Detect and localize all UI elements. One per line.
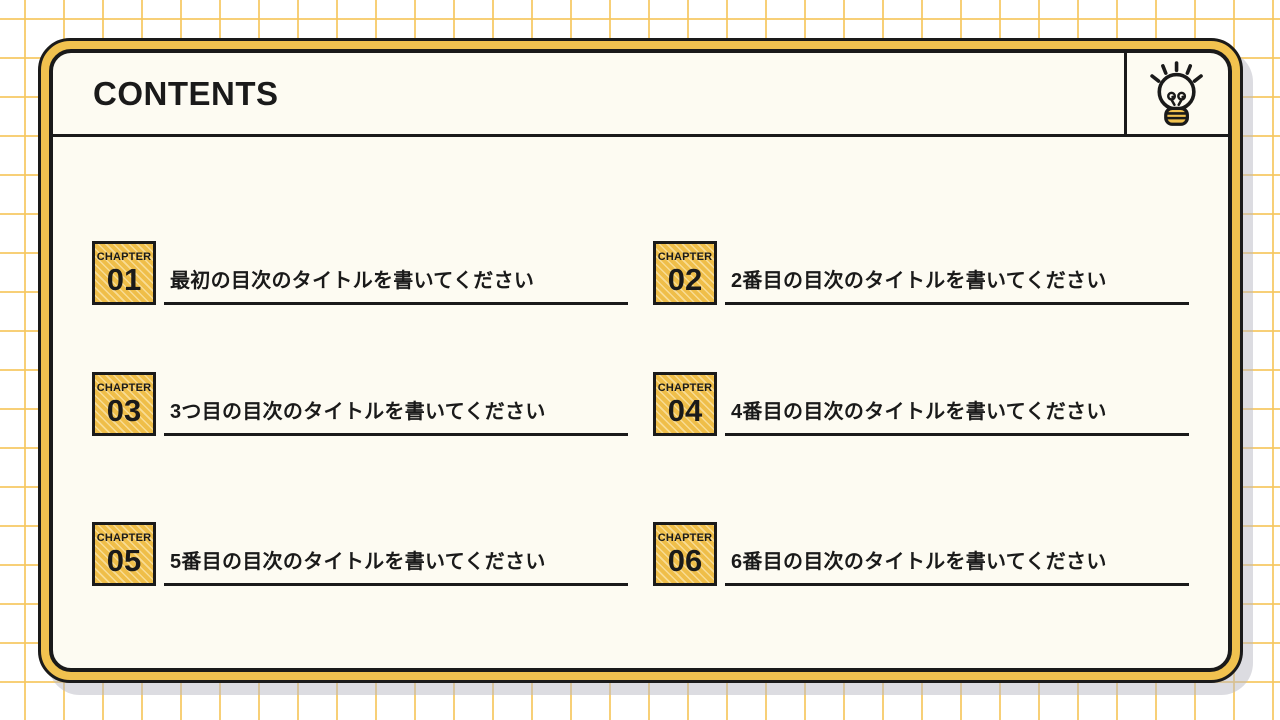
- chapter-title: 2番目の目次のタイトルを書いてください: [731, 270, 1107, 292]
- page-title: CONTENTS: [93, 74, 279, 112]
- chapter-item-03: CHAPTER 03 3つ目の目次のタイトルを書いてください: [92, 372, 628, 436]
- chapter-title-line: 4番目の目次のタイトルを書いてください: [725, 372, 1189, 436]
- chapter-title-line: 3つ目の目次のタイトルを書いてください: [164, 372, 628, 436]
- chapter-item-02: CHAPTER 02 2番目の目次のタイトルを書いてください: [653, 241, 1189, 305]
- contents-card-inner: CONTENTS: [49, 49, 1232, 672]
- chapter-badge-01: CHAPTER 01: [92, 241, 156, 305]
- chapter-title: 5番目の目次のタイトルを書いてください: [170, 551, 546, 573]
- chapter-item-04: CHAPTER 04 4番目の目次のタイトルを書いてください: [653, 372, 1189, 436]
- chapter-badge-02: CHAPTER 02: [653, 241, 717, 305]
- chapter-badge-label: CHAPTER: [657, 251, 713, 263]
- chapter-badge-03: CHAPTER 03: [92, 372, 156, 436]
- chapter-item-01: CHAPTER 01 最初の目次のタイトルを書いてください: [92, 241, 628, 305]
- chapter-badge-label: CHAPTER: [96, 532, 152, 544]
- chapter-badge-number: 03: [106, 393, 142, 428]
- chapter-title: 4番目の目次のタイトルを書いてください: [731, 401, 1107, 423]
- chapter-badge-04: CHAPTER 04: [653, 372, 717, 436]
- chapter-title: 6番目の目次のタイトルを書いてください: [731, 551, 1107, 573]
- lightbulb-icon: [1149, 60, 1203, 126]
- chapter-badge-number: 01: [106, 262, 142, 297]
- chapter-badge-06: CHAPTER 06: [653, 522, 717, 586]
- chapter-badge-number: 06: [667, 543, 703, 578]
- chapter-title-line: 最初の目次のタイトルを書いてください: [164, 241, 628, 305]
- chapter-title: 3つ目の目次のタイトルを書いてください: [170, 401, 546, 423]
- chapter-title: 最初の目次のタイトルを書いてください: [170, 270, 535, 292]
- chapter-title-line: 2番目の目次のタイトルを書いてください: [725, 241, 1189, 305]
- contents-card: CONTENTS: [38, 38, 1243, 683]
- chapter-title-line: 5番目の目次のタイトルを書いてください: [164, 522, 628, 586]
- chapter-item-06: CHAPTER 06 6番目の目次のタイトルを書いてください: [653, 522, 1189, 586]
- chapter-badge-label: CHAPTER: [657, 382, 713, 394]
- chapter-badge-number: 02: [667, 262, 703, 297]
- chapter-badge-number: 05: [106, 543, 142, 578]
- chapter-title-line: 6番目の目次のタイトルを書いてください: [725, 522, 1189, 586]
- chapter-badge-label: CHAPTER: [96, 382, 152, 394]
- header: CONTENTS: [53, 53, 1228, 137]
- chapter-item-05: CHAPTER 05 5番目の目次のタイトルを書いてください: [92, 522, 628, 586]
- chapter-grid: CHAPTER 01 最初の目次のタイトルを書いてください CHAPTER 02…: [53, 137, 1228, 668]
- icon-box: [1124, 53, 1228, 134]
- chapter-badge-05: CHAPTER 05: [92, 522, 156, 586]
- chapter-badge-label: CHAPTER: [96, 251, 152, 263]
- chapter-badge-label: CHAPTER: [657, 532, 713, 544]
- chapter-badge-number: 04: [667, 393, 703, 428]
